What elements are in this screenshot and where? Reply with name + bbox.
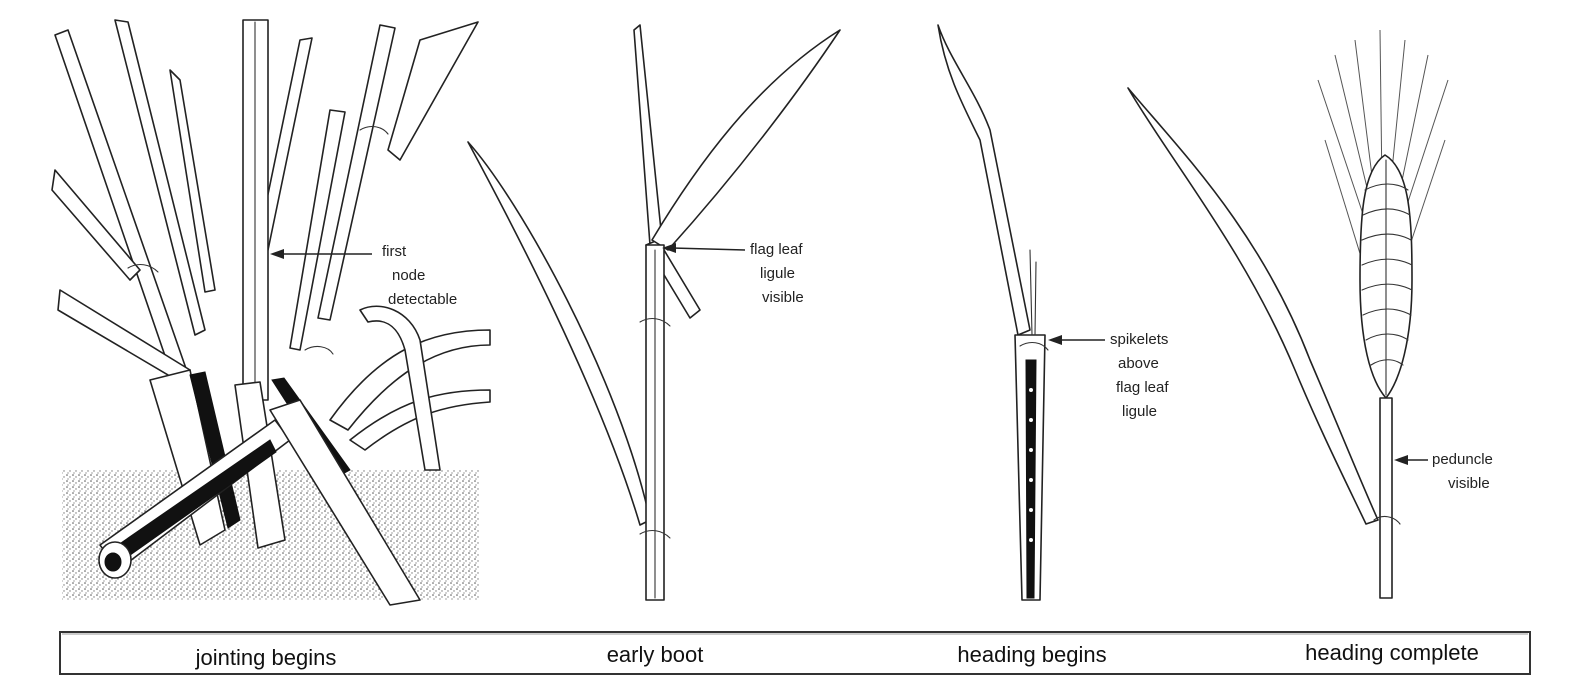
callout-heading-complete-line-1: peduncle <box>1432 451 1493 468</box>
callout-jointing-line-3: detectable <box>388 291 457 308</box>
callout-early-boot-line-2: ligule <box>760 265 795 282</box>
callout-heading-complete-line-2: visible <box>1448 475 1490 492</box>
callout-heading-begins-line-1: spikelets <box>1110 331 1168 348</box>
callout-heading-begins-line-4: ligule <box>1122 403 1157 420</box>
early-boot-illustration <box>468 25 840 600</box>
callout-early-boot-line-3: visible <box>762 289 804 306</box>
heading-complete-callout: peduncle visible <box>1394 451 1493 492</box>
callout-jointing-line-1: first <box>382 243 407 260</box>
heading-begins-illustration <box>938 25 1048 600</box>
stage-label-heading-complete: heading complete <box>1305 640 1479 665</box>
stage-label-heading-begins: heading begins <box>957 642 1106 667</box>
stage-label-jointing: jointing begins <box>195 645 337 670</box>
stage-label-bar: jointing begins early boot heading begin… <box>60 632 1530 674</box>
callout-early-boot-line-1: flag leaf <box>750 241 803 258</box>
heading-begins-callout: spikelets above flag leaf ligule <box>1048 331 1169 420</box>
callout-heading-begins-line-3: flag leaf <box>1116 379 1169 396</box>
jointing-illustration <box>52 20 490 605</box>
callout-jointing-line-2: node <box>392 267 425 284</box>
callout-heading-begins-line-2: above <box>1118 355 1159 372</box>
stage-label-early-boot: early boot <box>607 642 704 667</box>
heading-complete-illustration <box>1128 30 1448 598</box>
